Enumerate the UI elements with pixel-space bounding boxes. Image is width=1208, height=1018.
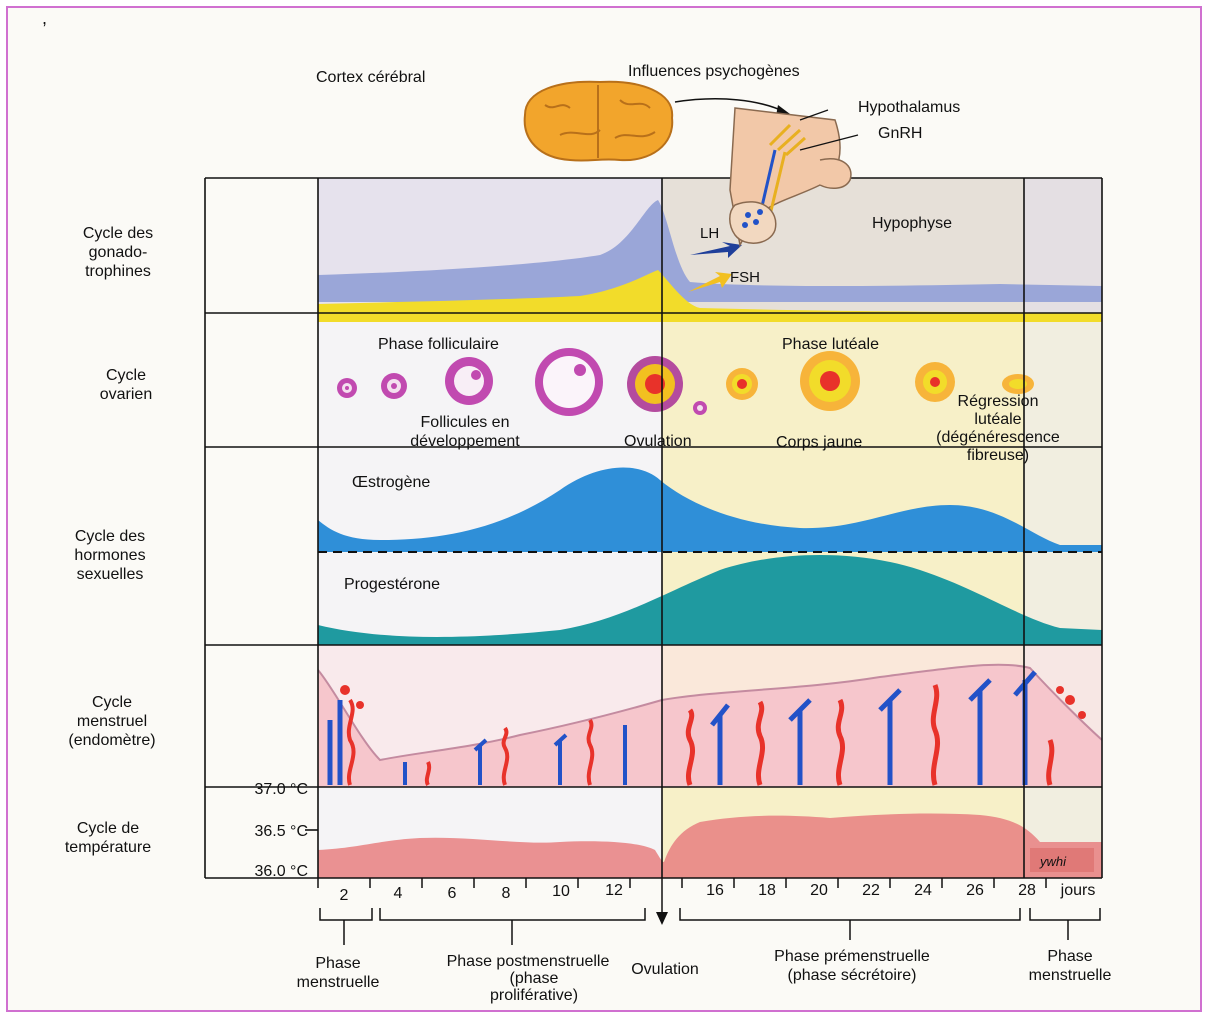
day-tick: 20 (810, 882, 828, 899)
row-label-menstrual-2: menstruel (77, 713, 147, 730)
day-axis-labels: 2 4 6 8 10 12 16 18 20 22 24 26 28 jours (340, 882, 1096, 904)
cortex-label: Cortex cérébral (316, 69, 425, 86)
row-label-gonadotrophins-1: Cycle des (83, 225, 153, 242)
day-axis-ticks (318, 878, 1046, 888)
phase-luteal-label: Phase lutéale (782, 336, 879, 353)
hypophyse-label: Hypophyse (872, 215, 952, 232)
day-tick: 24 (914, 882, 932, 899)
row-label-hormones-2: hormones (74, 547, 145, 564)
day-unit-label: jours (1060, 882, 1096, 899)
corpus-luteum-label: Corps jaune (776, 434, 862, 451)
phase-postmenstrual-line1: Phase postmenstruelle (447, 953, 610, 970)
phase-labels: Phase menstruelle Phase postmenstruelle … (297, 948, 1112, 1004)
day-tick: 16 (706, 882, 724, 899)
follicles-label-1: Follicules en (421, 414, 510, 431)
phase-menstrual-2-line2: menstruelle (1029, 967, 1112, 984)
day-tick: 10 (552, 883, 570, 900)
row-label-ovarian-1: Cycle (106, 367, 146, 384)
row-label-gonadotrophins-3: trophines (85, 263, 151, 280)
phase-postmenstrual-line2: (phase (510, 970, 559, 987)
artist-signature: ywhi (1039, 854, 1067, 869)
progesterone-label: Progestérone (344, 576, 440, 593)
temp-tick-36-5: 36.5 °C (254, 823, 308, 840)
phase-ovulation-label: Ovulation (631, 961, 699, 978)
temp-tick-37: 37.0 °C (254, 781, 308, 798)
ovulation-arrow (656, 878, 668, 925)
phase-brackets (320, 908, 1100, 945)
day-tick: 28 (1018, 882, 1036, 899)
phase-menstrual-1-line2: menstruelle (297, 974, 380, 991)
day-tick: 12 (605, 882, 623, 899)
day-tick: 4 (394, 885, 403, 902)
day-tick: 2 (340, 887, 349, 904)
day-tick: 18 (758, 882, 776, 899)
phase-postmenstrual-line3: proliférative) (490, 987, 578, 1004)
estrogen-label: Œstrogène (352, 474, 430, 491)
day-tick: 6 (448, 885, 457, 902)
row-label-menstrual-3: (endomètre) (68, 732, 155, 749)
corner-mark: , (42, 8, 47, 28)
temperature-axis: 37.0 °C 36.5 °C 36.0 °C (254, 781, 308, 880)
hypothalamus-label: Hypothalamus (858, 99, 960, 116)
row-label-hormones-3: sexuelles (77, 566, 144, 583)
row-labels: Cycle des gonado- trophines Cycle ovarie… (65, 225, 156, 856)
follicles-label-2: développement (410, 433, 520, 450)
phase-premenstrual-line2: (phase sécrétoire) (788, 967, 917, 984)
row-label-temperature-1: Cycle de (77, 820, 139, 837)
left-bracket (205, 178, 318, 878)
row-label-gonadotrophins-2: gonado- (89, 244, 148, 261)
phase-follicular-label: Phase folliculaire (378, 336, 499, 353)
phase-menstrual-1-line1: Phase (315, 955, 360, 972)
regression-label-3: (dégénérescence (936, 429, 1060, 446)
lh-label: LH (700, 225, 719, 242)
gnrh-label: GnRH (878, 125, 922, 142)
temp-tick-36: 36.0 °C (254, 863, 308, 880)
row-label-temperature-2: température (65, 839, 151, 856)
row-label-hormones-1: Cycle des (75, 528, 145, 545)
regression-label-2: lutéale (974, 411, 1021, 428)
day-tick: 22 (862, 882, 880, 899)
hypophyse-icon (730, 202, 776, 243)
psycho-label: Influences psychogènes (628, 63, 800, 80)
phase-premenstrual-line1: Phase prémenstruelle (774, 948, 930, 965)
fsh-label: FSH (730, 269, 760, 286)
day-tick: 26 (966, 882, 984, 899)
ovulation-ovary-label: Ovulation (624, 433, 692, 450)
day-tick: 8 (502, 885, 511, 902)
row-label-ovarian-2: ovarien (100, 386, 152, 403)
phase-menstrual-2-line1: Phase (1047, 948, 1092, 965)
regression-label-1: Régression (958, 393, 1039, 410)
row-label-menstrual-1: Cycle (92, 694, 132, 711)
regression-label-4: fibreuse) (967, 447, 1029, 464)
